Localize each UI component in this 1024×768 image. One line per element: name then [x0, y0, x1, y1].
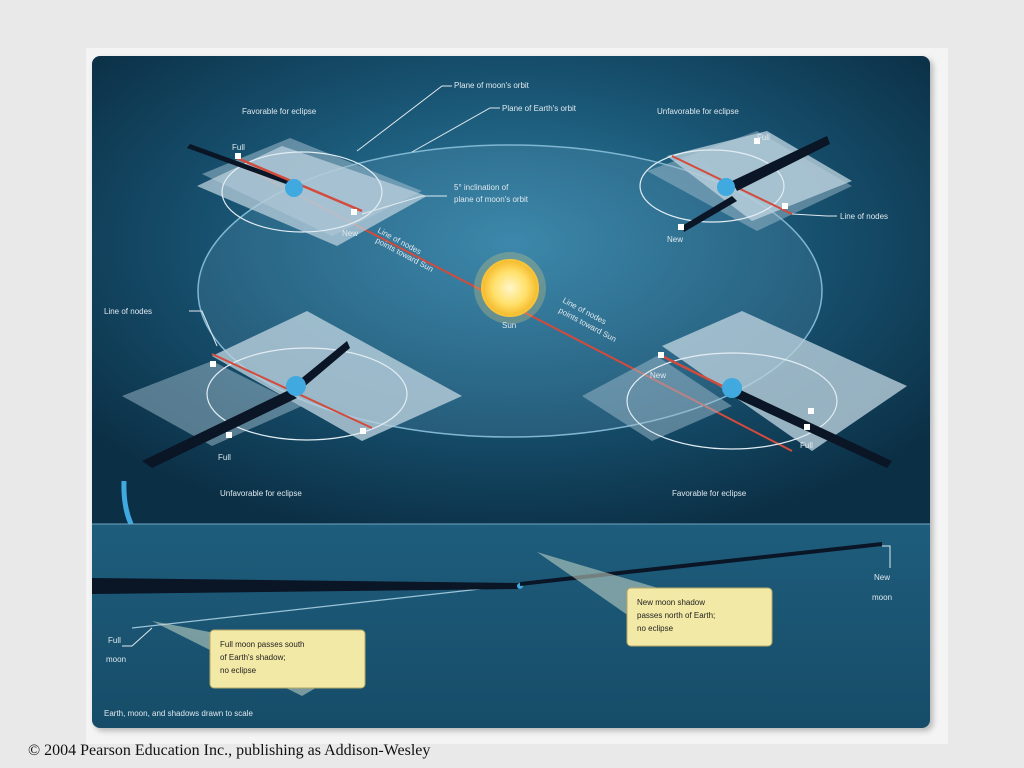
plane-top-left	[187, 138, 427, 246]
plane-top-right	[639, 131, 852, 232]
callout-full-line1: Full moon passes south	[220, 640, 305, 649]
callout-full-line2: of Earth's shadow;	[220, 653, 286, 662]
label-unfavorable-top-right: Unfavorable for eclipse	[657, 107, 739, 116]
label-new-br: New	[650, 371, 666, 380]
label-full-tr: Full	[757, 133, 770, 142]
label-inclination-2: plane of moon's orbit	[454, 195, 529, 204]
label-plane-moon-orbit: Plane of moon's orbit	[454, 81, 530, 90]
plane-bottom-left	[122, 311, 462, 468]
label-full-br: Full	[800, 441, 813, 450]
callout-new-moon	[626, 587, 773, 647]
label-scale-note: Earth, moon, and shadows drawn to scale	[104, 709, 254, 718]
callout-full-moon	[209, 629, 366, 689]
label-line-of-nodes-left: Line of nodes	[104, 307, 152, 316]
label-full-moon-1: Full	[108, 636, 121, 645]
label-new-moon-1: New	[874, 573, 890, 582]
callout-new-line2: passes north of Earth;	[637, 611, 715, 620]
label-new-tr: New	[667, 235, 683, 244]
label-new-moon-2: moon	[872, 593, 892, 602]
label-new-tl: New	[342, 229, 358, 238]
label-favorable-top-left: Favorable for eclipse	[242, 107, 317, 116]
lower-panel	[92, 524, 930, 728]
label-favorable-bottom-right: Favorable for eclipse	[672, 489, 747, 498]
label-full-tl: Full	[232, 143, 245, 152]
copyright-caption: © 2004 Pearson Education Inc., publishin…	[28, 742, 431, 759]
label-line-of-nodes-right: Line of nodes	[840, 212, 888, 221]
label-unfavorable-bottom-left: Unfavorable for eclipse	[220, 489, 302, 498]
label-inclination-1: 5° inclination of	[454, 183, 509, 192]
earth-shadow	[92, 578, 522, 594]
plane-bottom-right	[582, 311, 907, 468]
callout-new-line1: New moon shadow	[637, 598, 705, 607]
sun-icon	[481, 259, 539, 317]
label-sun: Sun	[502, 321, 516, 330]
callout-new-line3: no eclipse	[637, 624, 674, 633]
callout-full-line3: no eclipse	[220, 666, 257, 675]
leader-lines	[189, 85, 837, 347]
label-full-moon-2: moon	[106, 655, 126, 664]
label-full-bl: Full	[218, 453, 231, 462]
label-plane-earth-orbit: Plane of Earth's orbit	[502, 104, 577, 113]
eclipse-conditions-diagram: Plane of moon's orbit Plane of Earth's o…	[92, 56, 930, 728]
